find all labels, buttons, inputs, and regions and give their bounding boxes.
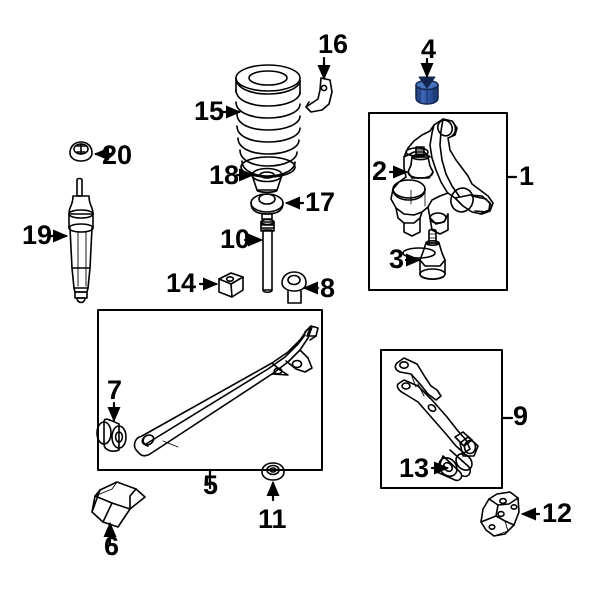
part-upper-ball-joint[interactable] xyxy=(407,146,434,179)
group-box-radius-arm xyxy=(97,309,323,471)
callout-label-18[interactable]: 18 xyxy=(209,160,240,190)
callout-label-14[interactable]: 14 xyxy=(166,268,197,298)
callout-label-17[interactable]: 17 xyxy=(305,187,336,217)
callout-label-16[interactable]: 16 xyxy=(318,29,349,59)
part-ball-joint-nut-highlighted[interactable] xyxy=(415,76,439,105)
callout-label-6[interactable]: 6 xyxy=(104,531,120,561)
part-stud-bolt[interactable] xyxy=(260,218,275,294)
callout-label-4[interactable]: 4 xyxy=(421,34,437,64)
callout-label-8[interactable]: 8 xyxy=(320,273,336,303)
part-radius-arm-bushing[interactable] xyxy=(96,418,127,452)
part-mounting-bracket[interactable] xyxy=(480,491,520,537)
part-steering-knuckle[interactable] xyxy=(390,118,494,259)
callout-label-2[interactable]: 2 xyxy=(372,156,388,186)
callout-label-19[interactable]: 19 xyxy=(22,220,53,250)
callout-label-11[interactable]: 11 xyxy=(258,504,287,534)
part-spring-insulator[interactable] xyxy=(251,167,283,194)
part-jounce-stop-block[interactable] xyxy=(218,272,244,298)
part-nut-8[interactable] xyxy=(281,271,307,304)
callout-label-13[interactable]: 13 xyxy=(399,453,430,483)
callout-label-3[interactable]: 3 xyxy=(389,244,405,274)
callout-label-20[interactable]: 20 xyxy=(102,140,133,170)
callout-label-10[interactable]: 10 xyxy=(220,224,251,254)
part-lower-ball-joint[interactable] xyxy=(419,228,446,281)
callout-label-7[interactable]: 7 xyxy=(107,375,123,405)
part-shock-absorber[interactable] xyxy=(68,177,94,304)
part-nut-11[interactable] xyxy=(261,462,285,481)
callout-label-9[interactable]: 9 xyxy=(513,401,529,431)
part-spring-retainer-bracket[interactable] xyxy=(305,77,333,113)
callout-label-12[interactable]: 12 xyxy=(542,498,573,528)
callout-label-15[interactable]: 15 xyxy=(194,96,225,126)
part-jounce-bumper[interactable] xyxy=(250,193,284,220)
part-radius-arm[interactable] xyxy=(133,325,319,457)
part-radius-arm-bracket[interactable] xyxy=(91,481,146,528)
part-coil-spring[interactable] xyxy=(235,64,301,178)
part-shock-absorber-nut[interactable] xyxy=(69,141,93,162)
callout-label-5[interactable]: 5 xyxy=(203,470,219,500)
callout-label-1[interactable]: 1 xyxy=(519,161,535,191)
